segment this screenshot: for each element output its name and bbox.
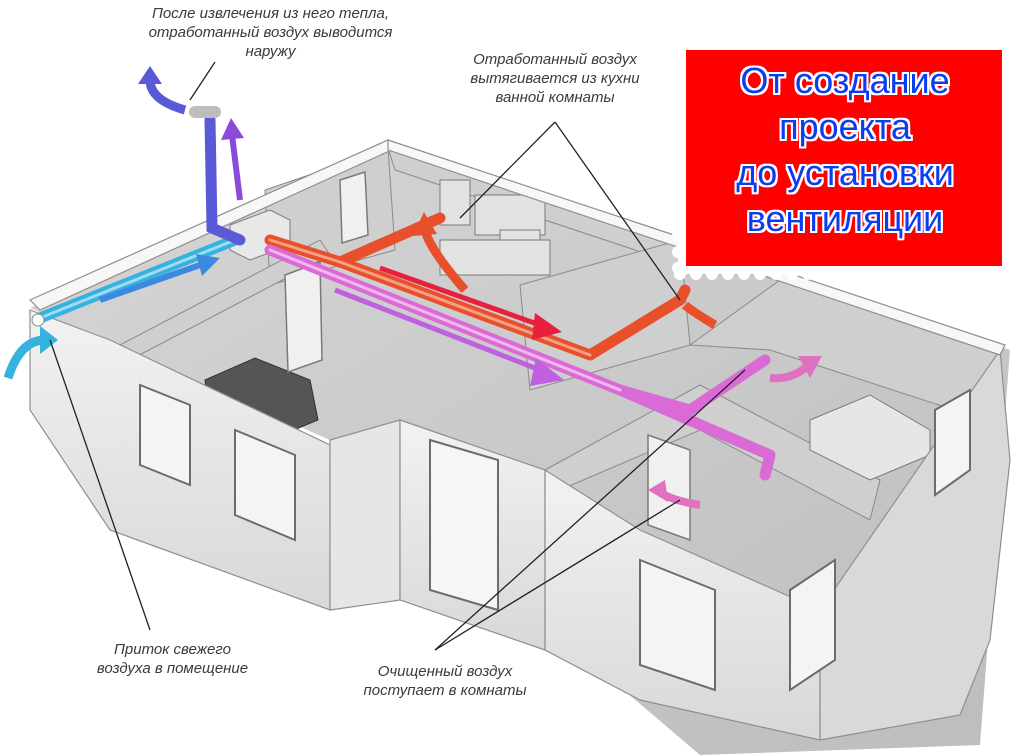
banner-scallop xyxy=(930,268,942,280)
label-fresh-intake: Приток свежего воздуха в помещение xyxy=(60,640,285,678)
banner-scallop xyxy=(706,268,718,280)
banner-scallop xyxy=(914,268,926,280)
banner-scallop xyxy=(754,268,766,280)
banner-scallop xyxy=(722,36,734,48)
label-line: отработанный воздух выводится xyxy=(108,23,433,42)
banner-scallop xyxy=(930,36,942,48)
promo-line: до установки xyxy=(680,150,1010,196)
banner-scallop xyxy=(690,36,702,48)
promo-line: От создание xyxy=(680,58,1010,104)
banner-scallop xyxy=(706,36,718,48)
banner-scallop xyxy=(738,36,750,48)
label-exhaust-outside: После извлечения из него тепла, отработа… xyxy=(108,4,433,61)
label-line: ванной комнаты xyxy=(440,88,670,107)
banner-scallop xyxy=(946,36,958,48)
banner-scallop xyxy=(1004,262,1016,274)
banner-scallop xyxy=(1004,246,1016,258)
banner-scallop xyxy=(882,268,894,280)
label-line: После извлечения из него тепла, xyxy=(108,4,433,23)
intake-grille xyxy=(32,314,44,326)
label-line: Приток свежего xyxy=(60,640,285,659)
banner-scallop xyxy=(1004,38,1016,50)
label-line: Отработанный воздух xyxy=(440,50,670,69)
banner-scallop xyxy=(898,36,910,48)
banner-scallop xyxy=(754,36,766,48)
banner-scallop xyxy=(850,268,862,280)
banner-scallop xyxy=(672,38,684,50)
banner-scallop xyxy=(722,268,734,280)
banner-scallop xyxy=(978,268,990,280)
banner-scallop xyxy=(738,268,750,280)
banner-scallop xyxy=(802,36,814,48)
banner-scallop xyxy=(786,268,798,280)
label-line: наружу xyxy=(108,42,433,61)
banner-scallop xyxy=(770,36,782,48)
banner-scallop xyxy=(672,262,684,274)
banner-scallop xyxy=(994,268,1006,280)
banner-scallop xyxy=(994,36,1006,48)
banner-scallop xyxy=(978,36,990,48)
banner-scallop xyxy=(786,36,798,48)
promo-banner-text: От создание проекта до установки вентиля… xyxy=(680,58,1010,242)
banner-scallop xyxy=(914,36,926,48)
banner-scallop xyxy=(834,36,846,48)
promo-line: проекта xyxy=(680,104,1010,150)
banner-scallop xyxy=(898,268,910,280)
banner-scallop xyxy=(946,268,958,280)
promo-line: вентиляции xyxy=(680,196,1010,242)
banner-scallop xyxy=(962,36,974,48)
label-line: вытягивается из кухни xyxy=(440,69,670,88)
banner-scallop xyxy=(672,246,684,258)
banner-scallop xyxy=(882,36,894,48)
banner-scallop xyxy=(866,36,878,48)
banner-scallop xyxy=(690,268,702,280)
label-line: воздуха в помещение xyxy=(60,659,285,678)
banner-scallop xyxy=(866,268,878,280)
banner-scallop xyxy=(962,268,974,280)
front-door xyxy=(430,440,498,610)
label-exhaust-kitchen: Отработанный воздух вытягивается из кухн… xyxy=(440,50,670,107)
banner-scallop xyxy=(834,268,846,280)
label-line: Очищенный воздух xyxy=(330,662,560,681)
banner-scallop xyxy=(818,268,830,280)
banner-scallop xyxy=(850,36,862,48)
banner-scallop xyxy=(818,36,830,48)
label-line: поступает в комнаты xyxy=(330,681,560,700)
banner-scallop xyxy=(770,268,782,280)
banner-scallop xyxy=(802,268,814,280)
label-clean-supply: Очищенный воздух поступает в комнаты xyxy=(330,662,560,700)
